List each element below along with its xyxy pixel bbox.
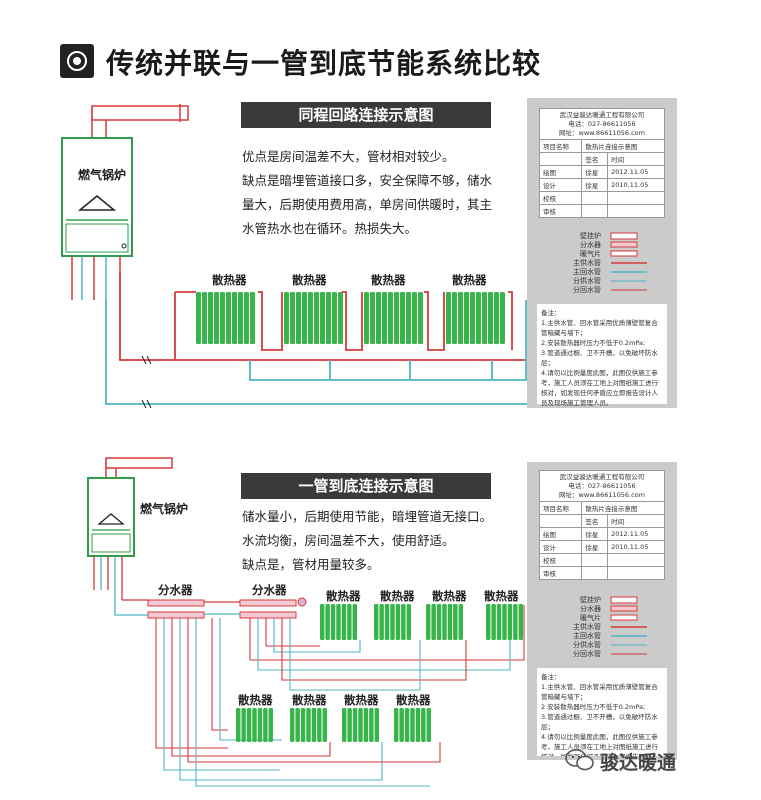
company-phone: 电话：027-86611056 <box>568 119 636 128</box>
cell: 散热片连接示意图 <box>581 139 665 153</box>
cell: 审核 <box>538 566 583 580</box>
radiator-label: 散热器 <box>432 589 467 603</box>
radiator <box>374 604 411 640</box>
radiator <box>290 708 327 742</box>
radiator-label: 散热器 <box>371 273 406 287</box>
watermark: 骏达暖通 <box>600 752 677 774</box>
legend-swatches <box>610 596 647 655</box>
cell: 徐星 <box>581 540 609 554</box>
cell: 绘图 <box>538 165 583 179</box>
desc-line: 量大，后期使用费用高，单房间供暖时，其主 <box>242 197 493 212</box>
flame-icon <box>77 195 117 211</box>
desc-line: 缺点是暗埋管道接口多，安全保障不够，储水 <box>242 173 493 188</box>
radiator <box>196 292 255 344</box>
boiler1-outlets <box>71 256 121 300</box>
radiator-label: 散热器 <box>380 589 415 603</box>
cell: 项目名称 <box>538 139 583 153</box>
radiator-label: 散热器 <box>396 693 431 707</box>
info-panel-2: 武汉益骏达暖通工程有限公司 电话：027-86611056 网址：www.866… <box>527 462 677 760</box>
radiator <box>486 604 523 640</box>
radiator <box>284 292 343 344</box>
section2-description: 储水量小，后期使用节能，暗埋管道无接口。 水流均衡，房间温差不大，使用舒适。 缺… <box>242 505 507 577</box>
radiators-1 <box>196 292 505 344</box>
flame-icon <box>97 513 125 525</box>
cell: 校核 <box>538 553 583 567</box>
desc-line: 缺点是，管材用量较多。 <box>242 557 380 572</box>
company-web: 网址：www.86611056.com <box>559 128 645 137</box>
cell: 绘图 <box>538 527 583 541</box>
radiator <box>394 708 431 742</box>
radiator-label: 散热器 <box>238 693 273 707</box>
notes: 备注：1.主供水管、回水管采用优质薄壁管复合管暗藏与墙下；2.安装散热器时压力不… <box>537 304 667 407</box>
page-title: 传统并联与一管到底节能系统比较 <box>106 47 542 80</box>
flue-pipe-1 <box>91 104 189 139</box>
cell: 徐星 <box>581 165 609 179</box>
legend-swatches <box>610 232 647 291</box>
manifold-label: 分水器 <box>158 583 193 597</box>
radiator-label: 散热器 <box>326 589 361 603</box>
manifold-label: 分水器 <box>252 583 287 597</box>
company-name: 武汉益骏达暖通工程有限公司 <box>559 472 645 481</box>
manifold-1 <box>147 599 205 619</box>
radiator-label: 散热器 <box>292 273 327 287</box>
legend: 壁挂炉分水器暖气片主供水管主回水管分供水管分回水管 <box>573 596 601 658</box>
radiator <box>426 604 463 640</box>
desc-line: 水流均衡，房间温差不大，使用舒适。 <box>242 533 455 548</box>
cell: 设计 <box>538 540 583 554</box>
desc-line: 优点是房间温差不大，管材相对较少。 <box>242 149 455 164</box>
info-panel-1: 武汉益骏达暖通工程有限公司 电话：027-86611056 网址：www.866… <box>527 98 677 408</box>
desc-line: 水管热水也在循环。热损失大。 <box>242 221 418 236</box>
radiator <box>320 604 357 640</box>
cell: 校核 <box>538 191 583 205</box>
section1-banner: 同程回路连接示意图 <box>241 102 491 128</box>
cell: 徐星 <box>581 178 609 192</box>
radiator <box>342 708 379 742</box>
info-table: 武汉益骏达暖通工程有限公司 电话：027-86611056 网址：www.866… <box>538 108 665 218</box>
radiator-label: 散热器 <box>344 693 379 707</box>
notes: 备注：1.主供水管、回水管采用优质薄壁管复合管暗藏与墙下；2.安装散热器时压力不… <box>537 668 667 756</box>
cell: 2010.11.05 <box>607 178 665 192</box>
company-web: 网址：www.86611056.com <box>559 490 645 499</box>
cell: 签名 <box>581 514 609 528</box>
radiator <box>364 292 423 344</box>
cell: 2012.11.05 <box>607 165 665 179</box>
desc-line: 储水量小，后期使用节能，暗埋管道无接口。 <box>242 509 493 524</box>
radiator <box>446 292 505 344</box>
section2-banner: 一管到底连接示意图 <box>241 473 491 499</box>
flue-pipe-2 <box>105 457 173 481</box>
radiator-label: 散热器 <box>484 589 519 603</box>
cell: 签名 <box>581 152 609 166</box>
boiler2-label: 燃气锅炉 <box>140 502 189 516</box>
boiler2-outlets <box>93 556 123 600</box>
cell: 时间 <box>607 514 665 528</box>
radiator-label: 散热器 <box>292 693 327 707</box>
boiler1-label: 燃气锅炉 <box>78 168 127 182</box>
radiators-2 <box>236 604 523 742</box>
cell: 审核 <box>538 204 583 218</box>
company-phone: 电话：027-86611056 <box>568 481 636 490</box>
company-name: 武汉益骏达暖通工程有限公司 <box>559 110 645 119</box>
cell: 2010.11.05 <box>607 540 665 554</box>
radiator-label: 散热器 <box>212 273 247 287</box>
supply-pipe-1 <box>119 272 540 361</box>
legend: 壁挂炉分水器暖气片主供水管主回水管分供水管分回水管 <box>573 232 601 294</box>
manifold-2 <box>239 597 307 619</box>
cell: 徐星 <box>581 527 609 541</box>
info-table: 武汉益骏达暖通工程有限公司 电话：027-86611056 网址：www.866… <box>538 470 665 580</box>
branch-pipes-2 <box>155 605 525 787</box>
cell: 2012.11.05 <box>607 527 665 541</box>
cell: 项目名称 <box>538 501 583 515</box>
boiler-2 <box>87 477 135 557</box>
title-icon <box>60 44 94 78</box>
cell: 时间 <box>607 152 665 166</box>
cell: 散热片连接示意图 <box>581 501 665 515</box>
cell: 设计 <box>538 178 583 192</box>
wechat-icon <box>565 749 594 771</box>
boiler-1 <box>61 137 133 257</box>
section1-description: 优点是房间温差不大，管材相对较少。 缺点是暗埋管道接口多，安全保障不够，储水 量… <box>242 145 507 241</box>
radiator <box>236 708 273 742</box>
radiator-label: 散热器 <box>452 273 487 287</box>
